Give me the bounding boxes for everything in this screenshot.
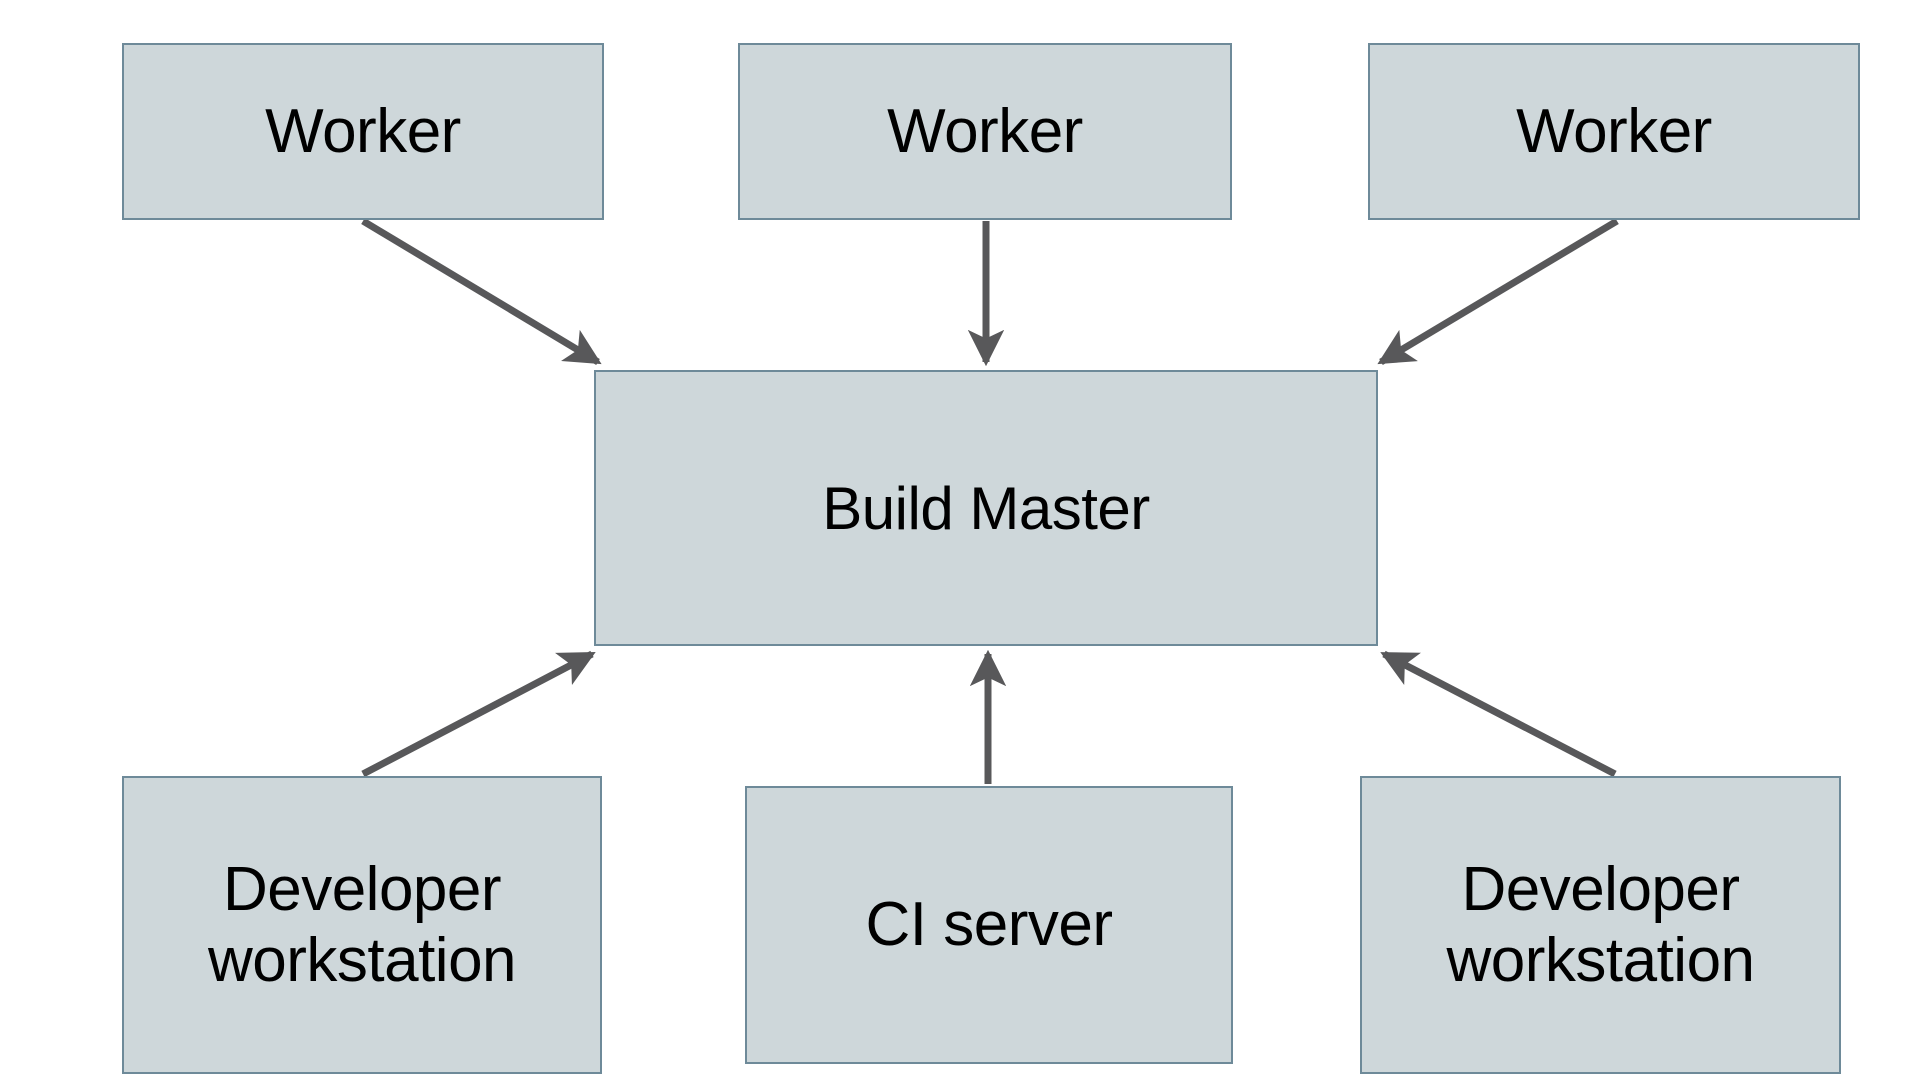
node-worker-1[interactable]: Worker: [122, 43, 604, 220]
node-worker-1-label: Worker: [265, 96, 461, 166]
node-build-master-label: Build Master: [822, 474, 1150, 542]
edge-dev-right-to-build-master: [1380, 650, 1617, 778]
node-ci-server[interactable]: CI server: [745, 786, 1233, 1064]
node-ci-server-label: CI server: [865, 890, 1113, 960]
node-build-master[interactable]: Build Master: [594, 370, 1378, 646]
node-worker-2[interactable]: Worker: [738, 43, 1232, 220]
edge-dev-left-to-build-master: [361, 650, 596, 778]
node-worker-2-label: Worker: [887, 96, 1083, 166]
node-developer-workstation-left-label: Developer workstation: [207, 854, 517, 995]
edge-worker-1-to-build-master: [361, 217, 602, 366]
node-developer-workstation-left[interactable]: Developer workstation: [122, 776, 602, 1074]
node-worker-3[interactable]: Worker: [1368, 43, 1860, 220]
edge-worker-3-to-build-master: [1377, 217, 1619, 366]
node-developer-workstation-right-label: Developer workstation: [1446, 854, 1755, 995]
node-developer-workstation-right[interactable]: Developer workstation: [1360, 776, 1841, 1074]
node-worker-3-label: Worker: [1516, 96, 1712, 166]
